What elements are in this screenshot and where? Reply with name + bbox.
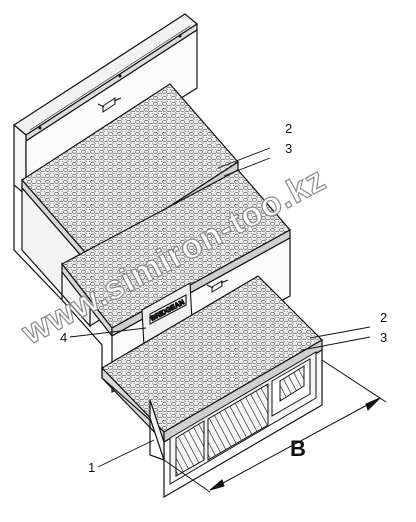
- leader-2a: [217, 147, 271, 169]
- callout-2-bottom: 2: [380, 310, 387, 325]
- leader-4: [69, 327, 147, 338]
- callout-3-bottom: 3: [380, 330, 387, 345]
- handle-icon-top: [97, 97, 122, 113]
- callout-1: 1: [88, 460, 95, 475]
- nameplate: BRIDGEAN: [141, 282, 193, 347]
- vent-panel-2: [169, 351, 317, 485]
- leader-2b: [309, 326, 371, 339]
- leader-3b: [301, 336, 371, 351]
- leader-lines: [69, 147, 371, 468]
- side-stringer: [13, 185, 165, 461]
- leader-1: [97, 439, 155, 468]
- handle-icon-mid: [206, 279, 229, 293]
- callout-2-top: 2: [285, 121, 292, 136]
- dimension-label: B: [290, 436, 306, 461]
- dimension-b: [163, 359, 387, 493]
- callout-3-top: 3: [285, 141, 292, 156]
- callout-4: 4: [60, 330, 67, 345]
- leader-3a: [223, 157, 271, 177]
- tread-3: [101, 275, 323, 444]
